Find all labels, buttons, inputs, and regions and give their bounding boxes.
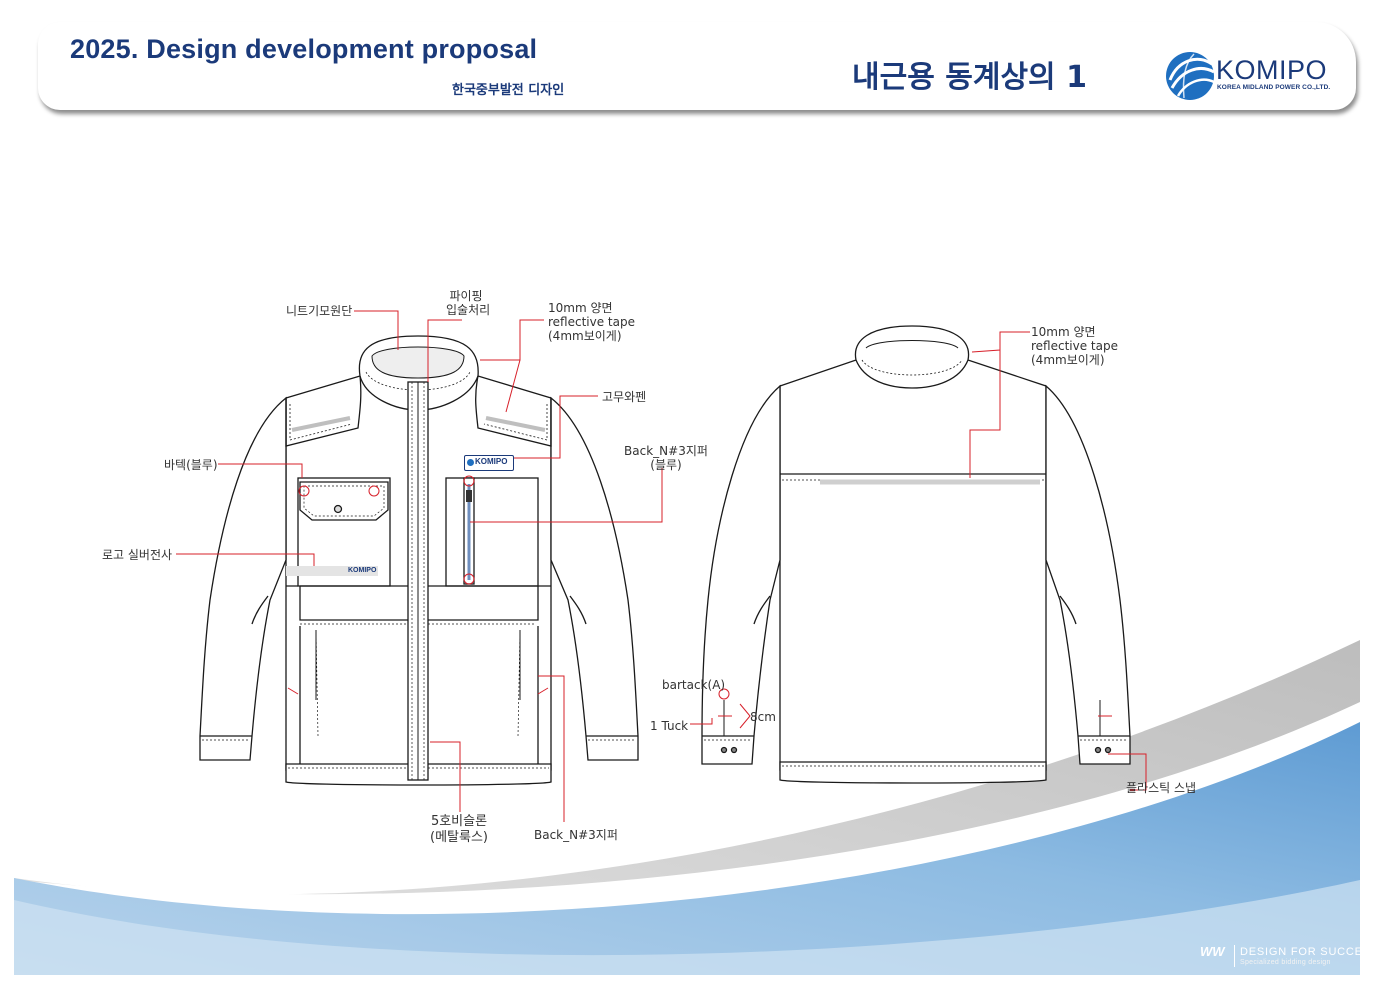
label-front-zipper: 5호비슬론 (메탈룩스) xyxy=(416,814,502,846)
label-tape-line1: 10mm 양면 xyxy=(548,301,613,315)
logo-tagline: KOREA MIDLAND POWER CO.,LTD. xyxy=(1217,84,1331,91)
label-bartack-a: bartack(A) xyxy=(662,678,726,692)
label-logo-print: 로고 실버전사 xyxy=(102,548,173,562)
back-hem xyxy=(779,761,1047,784)
badge-globe-icon xyxy=(467,459,474,466)
page-title: 2025. Design development proposal xyxy=(70,34,538,64)
label-piping: 파이핑 입술처리 xyxy=(446,289,491,317)
label-piping-line2: 입술처리 xyxy=(446,303,491,317)
right-chest-pocket xyxy=(445,477,539,587)
label-chest-zip-line1: Back_N#3지퍼 xyxy=(624,444,708,458)
label-piping-line1: 파이핑 xyxy=(449,289,483,303)
label-back-tape-line3: (4mm보이게) xyxy=(1031,353,1105,367)
page-subtitle: 한국중부발전 디자인 xyxy=(452,83,565,98)
label-plastic-snap: 플라스틱 스냅 xyxy=(1126,781,1197,795)
chest-badge-label: KOMIPO xyxy=(475,457,508,466)
label-front-zip-line2: (메탈룩스) xyxy=(430,830,488,845)
print-logo: KOMIPO xyxy=(348,567,377,574)
product-name: 내근용 동계상의 1 xyxy=(852,60,1087,95)
footer-divider xyxy=(1234,945,1235,967)
label-reflective-tape-front: 10mm 양면 reflective tape (4mm보이게) xyxy=(548,301,635,343)
label-chest-zip-line2: (블루) xyxy=(650,458,682,472)
label-tape-line2: reflective tape xyxy=(548,315,635,329)
label-bartack-blue: 바텍(블루) xyxy=(164,458,218,472)
label-rubber-patch: 고무와펜 xyxy=(602,390,647,404)
front-right-sleeve xyxy=(550,396,639,761)
label-pocket-zip: Back_N#3지퍼 xyxy=(534,828,618,842)
bottom-strip xyxy=(14,975,1360,990)
label-back-tape-line2: reflective tape xyxy=(1031,339,1118,353)
label-reflective-tape-back: 10mm 양면 reflective tape (4mm보이게) xyxy=(1031,325,1118,367)
footer-mark: WW xyxy=(1200,944,1225,959)
label-tuck: 1 Tuck xyxy=(650,719,689,733)
logo-name: KOMIPO xyxy=(1216,55,1328,85)
front-left-sleeve xyxy=(199,396,287,761)
wave-blue xyxy=(14,722,1360,990)
wave-light xyxy=(14,880,1360,990)
label-back-tape-line1: 10mm 양면 xyxy=(1031,325,1096,339)
label-cuff-measure: 8cm xyxy=(750,710,776,724)
footer-tagline: Specialized bidding design xyxy=(1240,959,1331,966)
footer-slogan: DESIGN FOR SUCCESS xyxy=(1240,946,1380,958)
globe-logo-icon xyxy=(1166,52,1215,100)
label-front-zip-line1: 5호비슬론 xyxy=(430,814,488,829)
back-collar xyxy=(854,325,970,389)
label-tape-line3: (4mm보이게) xyxy=(548,329,622,343)
back-right-sleeve xyxy=(1045,384,1131,765)
label-knit-collar: 니트기모원단 xyxy=(286,304,353,318)
label-chest-zip: Back_N#3지퍼 (블루) xyxy=(616,444,716,472)
chest-badge: KOMIPO xyxy=(464,455,514,471)
header-card xyxy=(38,22,1356,110)
back-left-sleeve xyxy=(701,384,781,765)
